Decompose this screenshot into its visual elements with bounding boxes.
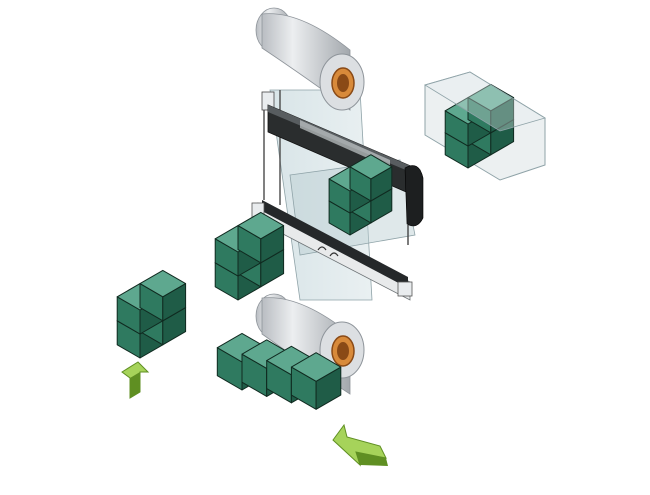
box-top-face	[139, 269, 187, 298]
infeed-arrow	[332, 423, 388, 467]
stack-left-bottom	[116, 269, 187, 359]
finished-wrapped-pack	[424, 71, 546, 181]
stack-left-middle	[214, 211, 285, 301]
upward-arrow	[121, 361, 150, 399]
row-of-four	[216, 332, 342, 410]
box-top-face	[349, 154, 393, 180]
upper-film-roll	[255, 7, 365, 111]
box-top-face	[290, 352, 342, 382]
stack-at-sealer	[328, 154, 393, 236]
box-top-face	[237, 211, 285, 240]
